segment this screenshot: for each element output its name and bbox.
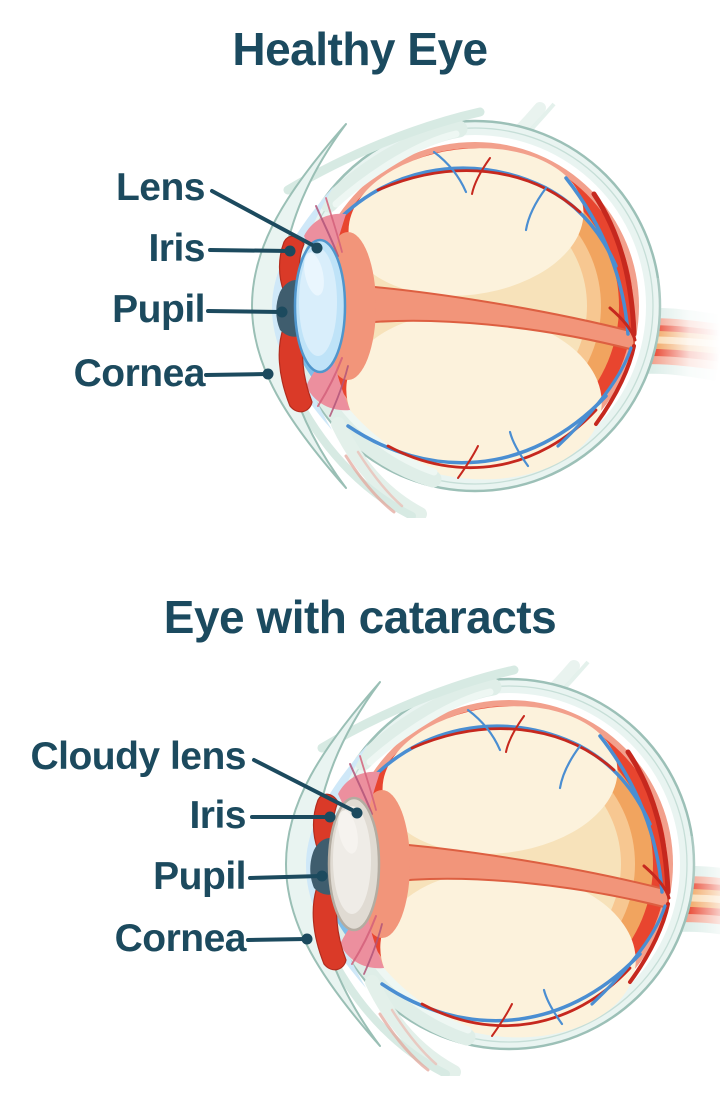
retinal-vessels <box>324 150 637 479</box>
label-cornea: Cornea <box>114 917 247 961</box>
eye-cross-section-art <box>285 660 720 1079</box>
eye-cross-section-art <box>251 102 720 521</box>
label-lens: Lens <box>115 166 206 210</box>
nerve-fade <box>652 278 720 412</box>
label-cornea: Cornea <box>73 352 206 396</box>
nerve-fade <box>686 836 720 970</box>
cataract-eye-illustration <box>262 652 720 1079</box>
vitreous-body <box>346 148 602 480</box>
label-pupil: Pupil <box>153 855 246 899</box>
healthy-eye-title: Healthy Eye <box>232 23 488 75</box>
healthy-eye-illustration <box>228 94 720 521</box>
lens-shape <box>293 238 347 374</box>
cataract-eye-title: Eye with cataracts <box>163 591 557 643</box>
retinal-vessels <box>358 708 671 1037</box>
label-pupil: Pupil <box>112 288 205 332</box>
label-iris: Iris <box>148 227 205 271</box>
label-cloudy-lens: Cloudy lens <box>30 735 246 779</box>
anterior-segment <box>251 123 376 489</box>
cataract-eye-panel: Eye with cataracts <box>0 554 720 1108</box>
lens-shape <box>327 796 381 932</box>
healthy-eye-panel: Healthy Eye <box>73 23 720 521</box>
label-iris: Iris <box>189 794 246 838</box>
